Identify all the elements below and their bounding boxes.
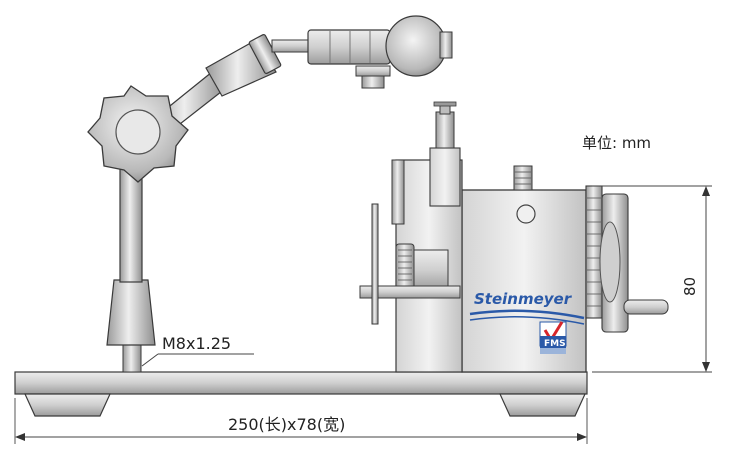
badge-text: FMS — [544, 339, 566, 349]
right-foot — [499, 393, 586, 417]
m8-bolt — [122, 341, 142, 373]
thread-callout: M8x1.25 — [141, 334, 254, 367]
indicator-stand — [87, 15, 453, 373]
brand-swoosh — [469, 309, 585, 320]
fine-adjust-knob — [361, 75, 385, 89]
arrow-right-icon — [577, 433, 587, 441]
arrow-left-icon — [15, 433, 25, 441]
width-dimension: 250(长)x78(宽) — [14, 398, 588, 444]
left-foot — [24, 393, 111, 417]
arrow-down-icon — [702, 362, 710, 372]
height-label: 80 — [681, 277, 699, 296]
base-plate — [14, 371, 588, 417]
dial-indicator — [385, 15, 447, 77]
unit-label: 单位: mm — [582, 134, 651, 152]
thread-label: M8x1.25 — [162, 334, 231, 353]
centering-device: Steinmeyer FMS — [359, 101, 669, 373]
arrow-up-icon — [702, 186, 710, 196]
brand-name: Steinmeyer — [474, 290, 573, 308]
crank-handle — [623, 299, 669, 315]
height-dimension: 80 — [592, 185, 712, 373]
width-label: 250(长)x78(宽) — [228, 415, 345, 434]
